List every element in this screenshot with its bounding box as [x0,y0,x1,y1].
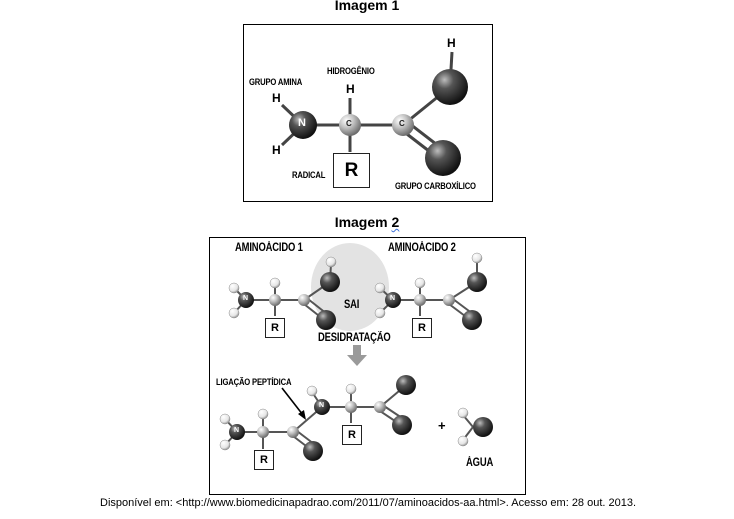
label-aminoacido-2: AMINOÁCIDO 2 [388,242,456,254]
water-molecule [457,407,493,447]
aa2-nitrogen-letter: N [390,295,396,302]
dipeptide-radical-box-1: R [254,450,274,470]
label-desidratacao: DESIDRATAÇÃO [318,332,391,344]
label-ligacao-peptidica: LIGAÇÃO PEPTÍDICA [216,377,292,387]
carboxyl-carbon-letter: C [399,119,405,128]
dehydration-arrow-icon [347,345,367,366]
image1-title: Imagem 1 [334,0,400,13]
dipeptide-radical-box-2: R [342,425,362,445]
label-grupo-amina: GRUPO AMINA [249,77,303,87]
label-hidrogenio: HIDROGÊNIO [327,66,375,76]
carbonyl-oxygen-atom [425,140,461,176]
nitrogen-atom [289,111,317,139]
dipeptide-amide-nitrogen-letter: N [319,402,325,409]
label-radical: RADICAL [292,170,326,180]
label-agua: ÁGUA [466,457,494,469]
alpha-carbon-letter: C [346,119,352,128]
amine-hydrogen-bottom: H [272,143,281,157]
dipeptide-nitrogen-letter: N [234,427,240,434]
amine-hydrogen-top: H [272,91,281,105]
source-citation: Disponível em: <http://www.biomedicinapa… [100,497,637,509]
peptide-bond-arrow-icon [281,387,306,420]
alpha-hydrogen: H [346,82,355,96]
nitrogen-letter: N [298,117,306,129]
label-aminoacido-1: AMINOÁCIDO 1 [235,242,303,254]
carboxyl-carbon-atom [392,114,414,136]
aa2-bonds [380,262,478,320]
aa2-atoms [374,252,487,330]
aa1-radical-box: R [265,318,285,338]
label-sai: SAI [344,299,360,311]
hydroxyl-hydrogen: H [447,36,456,50]
hydroxyl-oxygen-atom [432,69,468,105]
dipeptide-atoms [219,375,416,461]
image2-title: Imagem 2 [334,214,400,230]
aa2-radical-box: R [412,318,432,338]
radical-box: R [333,153,370,188]
plus-sign: + [438,418,446,433]
aa1-atoms [228,256,340,330]
alpha-carbon-atom [339,114,361,136]
image2-title-number: 2 [391,214,400,230]
aa1-nitrogen-letter: N [243,295,249,302]
label-grupo-carboxilico: GRUPO CARBOXÍLICO [395,181,476,191]
